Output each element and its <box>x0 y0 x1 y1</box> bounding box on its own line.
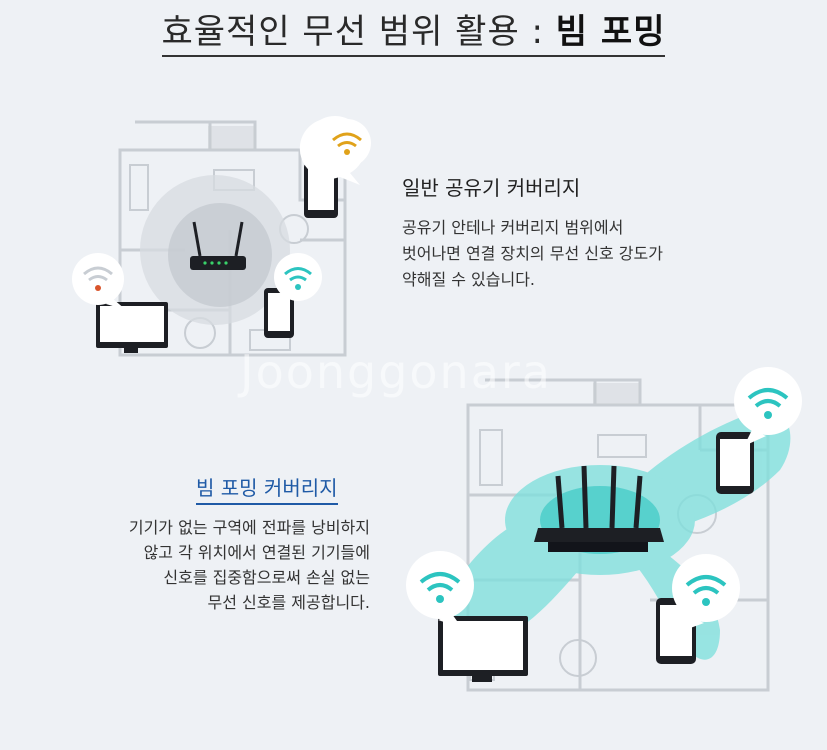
page-title: 효율적인 무선 범위 활용 : 빔 포밍 <box>0 4 827 57</box>
normal-line: 약해질 수 있습니다. <box>402 270 536 289</box>
beam-coverage-description: 기기가 없는 구역에 전파를 낭비하지 않고 각 위치에서 연결된 기기들에 신… <box>20 515 370 615</box>
beam-line: 무선 신호를 제공합니다. <box>207 593 370 612</box>
wifi-icon-medium <box>299 116 371 185</box>
router-icon-beam <box>534 465 664 552</box>
monitor-icon-top <box>96 302 168 353</box>
title-bold: 빔 포밍 <box>555 12 666 52</box>
title-main: 효율적인 무선 범위 활용 : <box>161 12 556 52</box>
normal-coverage-description: 공유기 안테나 커버리지 범위에서 벗어나면 연결 장치의 무선 신호 강도가 … <box>402 215 782 293</box>
beam-line: 않고 각 위치에서 연결된 기기들에 <box>143 543 370 562</box>
beam-line: 기기가 없는 구역에 전파를 낭비하지 <box>128 518 370 537</box>
phone-icon-beam-top <box>716 432 754 494</box>
wifi-icon-beam-top <box>734 367 802 446</box>
beam-line: 신호를 집중함으로써 손실 없는 <box>163 568 370 587</box>
monitor-icon-beam <box>438 616 528 682</box>
normal-coverage-inner <box>168 203 272 307</box>
wifi-icon-beam-left <box>406 551 474 628</box>
beam-coverage-heading: 빔 포밍 커버리지 <box>196 472 338 505</box>
normal-line: 벗어나면 연결 장치의 무선 신호 강도가 <box>402 244 663 263</box>
wifi-icon-weak <box>72 253 126 310</box>
normal-coverage-heading: 일반 공유기 커버리지 <box>402 176 581 200</box>
wifi-icon-beam-right <box>672 554 740 631</box>
router-icon <box>190 221 246 270</box>
normal-line: 공유기 안테나 커버리지 범위에서 <box>402 218 624 237</box>
watermark: Joonggonara <box>240 345 552 399</box>
wifi-icon-strong-top <box>274 253 322 304</box>
